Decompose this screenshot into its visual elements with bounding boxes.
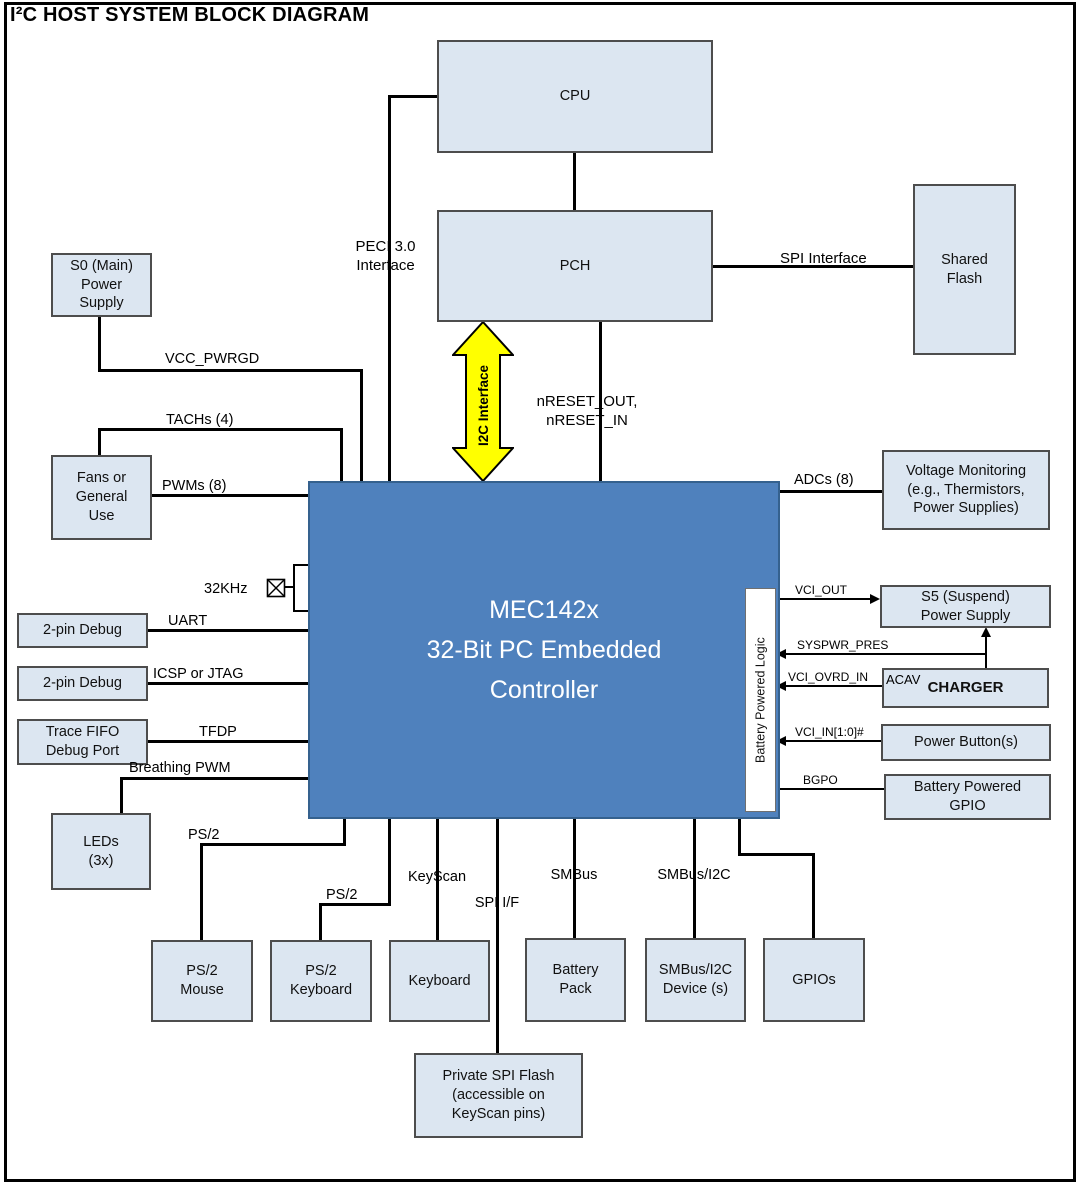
block-ps2-keyboard: PS/2 Keyboard — [270, 940, 372, 1022]
label-acav: ACAV — [886, 672, 921, 687]
label-adcs: ADCs (8) — [794, 472, 854, 488]
label-vci-ovrd-in: VCI_OVRD_IN — [788, 670, 869, 684]
wire-vcc-pwrgd-v2 — [360, 369, 363, 481]
arrowhead-syspwr-pres — [776, 649, 786, 659]
block-smbus-i2c-device: SMBus/I2C Device (s) — [645, 938, 746, 1022]
wire-ps2-keyboard-h — [319, 903, 391, 906]
label-keyscan: KeyScan — [407, 869, 467, 885]
wire-ps2-mouse-v2 — [200, 843, 203, 940]
label-ps2-mouse: PS/2 — [188, 827, 220, 843]
label-vci-out: VCI_OUT — [795, 583, 848, 597]
wire-nreset — [599, 322, 602, 481]
block-battery-powered-logic: Battery Powered Logic — [745, 588, 776, 812]
wire-xtal-bracket-bottom — [293, 610, 308, 612]
block-leds: LEDs (3x) — [51, 813, 151, 890]
wire-vci-out — [776, 598, 872, 600]
wire-charger-s5 — [985, 636, 987, 668]
wire-gpios-h — [738, 853, 815, 856]
wire-spi-if — [496, 819, 499, 1053]
block-keyboard: Keyboard — [389, 940, 490, 1022]
block-shared-flash: Shared Flash — [913, 184, 1016, 355]
block-2pin-debug-uart: 2-pin Debug — [17, 613, 148, 648]
block-ps2-mouse: PS/2 Mouse — [151, 940, 253, 1022]
wire-ps2-mouse-h — [200, 843, 346, 846]
arrowhead-vci-in — [776, 736, 786, 746]
block-s0-power-supply: S0 (Main) Power Supply — [51, 253, 152, 317]
arrowhead-vci-ovrd-in — [776, 681, 786, 691]
block-power-buttons: Power Button(s) — [881, 724, 1051, 761]
block-private-spi-flash: Private SPI Flash (accessible on KeyScan… — [414, 1053, 583, 1138]
wire-tachs-v2 — [340, 428, 343, 481]
label-vci-in: VCI_IN[1:0]# — [795, 725, 864, 739]
wire-ps2-keyboard-v2 — [319, 903, 322, 940]
wire-smbus-i2c — [693, 819, 696, 938]
wire-keyscan — [436, 819, 439, 940]
block-gpios: GPIOs — [763, 938, 865, 1022]
label-smbus-i2c: SMBus/I2C — [657, 867, 731, 883]
wire-gpios-v2 — [812, 853, 815, 938]
label-spi-if: SPI I/F — [474, 895, 520, 911]
wire-uart — [148, 629, 308, 632]
arrowhead-vci-out — [870, 594, 880, 604]
label-syspwr-pres: SYSPWR_PRES — [797, 638, 889, 652]
wire-adcs — [780, 490, 882, 493]
wire-syspwr-pres — [786, 653, 987, 655]
label-spi-interface: SPI Interface — [780, 250, 867, 267]
block-2pin-debug-icsp: 2-pin Debug — [17, 666, 148, 701]
wire-tachs-h — [98, 428, 343, 431]
wire-bgpo — [776, 788, 884, 790]
block-s5-power-supply: S5 (Suspend) Power Supply — [880, 585, 1051, 628]
wire-peci-h — [388, 95, 440, 98]
label-32khz: 32KHz — [204, 581, 248, 597]
wire-vci-in — [786, 740, 881, 742]
block-voltage-monitoring: Voltage Monitoring (e.g., Thermistors, P… — [882, 450, 1050, 530]
label-ps2-keyboard: PS/2 — [326, 887, 358, 903]
wire-tfdp — [148, 740, 308, 743]
label-smbus: SMBus — [550, 867, 598, 883]
label-bgpo: BGPO — [803, 773, 838, 787]
wire-ps2-mouse-v1 — [343, 819, 346, 846]
page-title: I²C HOST SYSTEM BLOCK DIAGRAM — [10, 4, 370, 26]
wire-breathing-pwm-h — [120, 777, 308, 780]
crystal-icon — [266, 578, 286, 598]
label-pwms: PWMs (8) — [162, 478, 227, 494]
wire-xtal-bracket-v — [293, 564, 295, 612]
wire-vcc-pwrgd-h — [98, 369, 363, 372]
i2c-interface-arrow: I2C Interface — [452, 321, 514, 482]
wire-pwms — [152, 494, 308, 497]
block-fans-general-use: Fans or General Use — [51, 455, 152, 540]
wire-gpios-v1 — [738, 819, 741, 856]
wire-smbus — [573, 819, 576, 938]
i2c-interface-label: I2C Interface — [476, 364, 491, 446]
label-breathing-pwm: Breathing PWM — [129, 760, 231, 776]
wire-tachs-v1 — [98, 428, 101, 455]
label-tfdp: TFDP — [199, 724, 237, 740]
block-cpu: CPU — [437, 40, 713, 153]
wire-vcc-pwrgd-v1 — [98, 317, 101, 372]
label-vcc-pwrgd: VCC_PWRGD — [165, 351, 260, 367]
block-battery-powered-gpio: Battery Powered GPIO — [884, 774, 1051, 820]
label-uart: UART — [168, 613, 208, 629]
block-trace-fifo-debug-port: Trace FIFO Debug Port — [17, 719, 148, 765]
wire-icsp-jtag — [148, 682, 308, 685]
block-battery-pack: Battery Pack — [525, 938, 626, 1022]
block-mec142x-controller: MEC142x 32-Bit PC Embedded Controller — [308, 481, 780, 819]
wire-ps2-keyboard-v1 — [388, 819, 391, 906]
wire-vci-ovrd-in — [786, 685, 882, 687]
label-peci-interface: PECI 3.0 Interface — [355, 238, 416, 274]
arrowhead-charger-s5 — [981, 627, 991, 637]
wire-spi-interface — [712, 265, 913, 268]
wire-cpu-pch — [573, 153, 576, 210]
wire-xtal-stub — [284, 586, 294, 588]
label-tachs: TACHs (4) — [166, 412, 234, 428]
wire-breathing-pwm-v — [120, 777, 123, 813]
label-nreset: nRESET_OUT, nRESET_IN — [536, 393, 638, 429]
wire-peci-v — [388, 95, 391, 481]
block-pch: PCH — [437, 210, 713, 322]
label-icsp-jtag: ICSP or JTAG — [153, 666, 244, 682]
block-charger: CHARGER — [882, 668, 1049, 708]
wire-xtal-bracket-top — [293, 564, 308, 566]
